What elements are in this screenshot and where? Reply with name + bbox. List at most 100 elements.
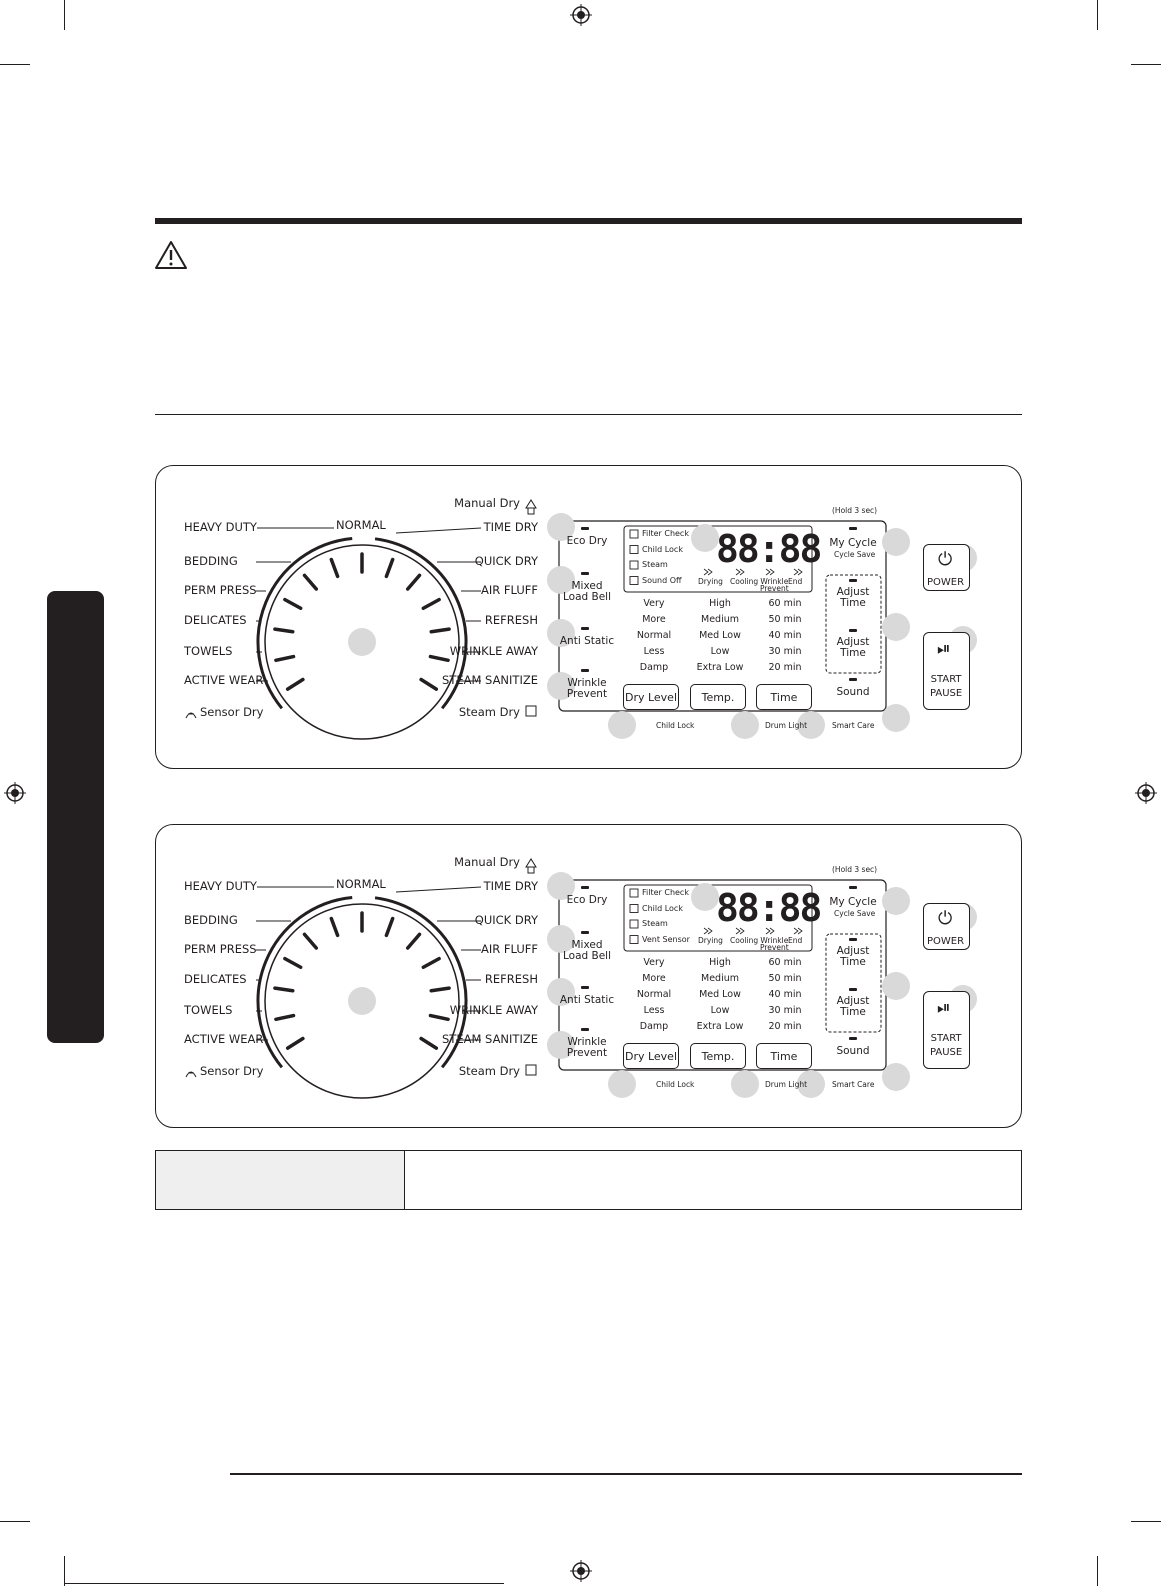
option-button[interactable]: Time	[756, 1043, 812, 1069]
option-button-label[interactable]: Eco Dry	[566, 535, 608, 547]
cycle-label[interactable]: HEAVY DUTY	[184, 520, 257, 534]
cycle-label[interactable]: TOWELS	[184, 644, 233, 658]
callout-marker	[547, 566, 575, 594]
cycle-label[interactable]: REFRESH	[484, 972, 538, 986]
registration-mark-icon	[570, 4, 592, 26]
cycle-label[interactable]: WRINKLE AWAY	[449, 1003, 538, 1017]
my-cycle-button[interactable]: My Cycle	[829, 537, 877, 549]
child-lock-hint: Child Lock	[656, 1080, 695, 1089]
cycle-label[interactable]: ACTIVE WEAR	[184, 1032, 264, 1046]
cycle-label[interactable]: BEDDING	[184, 554, 238, 568]
my-cycle-led	[849, 886, 857, 889]
option-button[interactable]: Dry Level	[623, 684, 679, 710]
dial-tick	[302, 932, 319, 950]
cycle-label[interactable]: DELICATES	[184, 972, 247, 986]
cycle-label[interactable]: AIR FLUFF	[480, 942, 538, 956]
power-button[interactable]: ⏻POWER	[923, 544, 970, 591]
option-button[interactable]: Dry Level	[623, 1043, 679, 1069]
display-frame	[623, 525, 813, 593]
start-pause-label: START PAUSE	[930, 1033, 963, 1058]
option-setting-value: 20 min	[768, 1021, 802, 1032]
warning-icon	[155, 241, 187, 269]
progress-indicator: Wrinkle Prevent	[760, 936, 789, 953]
cycle-label[interactable]: STEAM SANITIZE	[442, 1032, 538, 1046]
option-button-label[interactable]: Mixed Load Bell	[562, 939, 612, 963]
callout-marker	[731, 711, 759, 739]
cycle-label[interactable]: QUICK DRY	[474, 554, 538, 568]
option-button-label[interactable]: Wrinkle Prevent	[566, 677, 608, 701]
status-indicator: Child Lock	[642, 544, 683, 554]
status-icon	[629, 529, 639, 539]
option-button-label[interactable]: Anti Static	[559, 994, 615, 1006]
dial-callout-marker	[348, 987, 376, 1015]
option-button-label[interactable]: Eco Dry	[566, 894, 608, 906]
option-button[interactable]: Temp.	[690, 684, 746, 710]
manual-dry-icon	[525, 499, 537, 515]
drum-light-hint: Drum Light	[765, 1080, 808, 1089]
callout-marker	[882, 704, 910, 732]
play-pause-icon: ⏯	[937, 998, 951, 1018]
cycle-label[interactable]: HEAVY DUTY	[184, 879, 257, 893]
adjust-time-down-button[interactable]: Adjust Time	[836, 636, 870, 660]
dial-tick	[283, 597, 303, 611]
cycle-label[interactable]: WRINKLE AWAY	[449, 644, 538, 658]
progress-arrow-icon	[703, 568, 713, 576]
adjust-time-group	[825, 574, 882, 674]
callout-marker	[547, 925, 575, 953]
option-setting-value: 50 min	[768, 614, 802, 625]
cycle-label[interactable]: STEAM SANITIZE	[442, 673, 538, 687]
footer-rule	[230, 1473, 1022, 1475]
adjust-time-up-button[interactable]: Adjust Time	[836, 945, 870, 969]
dial-tick	[405, 932, 422, 950]
sound-led	[849, 1037, 857, 1040]
cycle-label[interactable]: PERM PRESS	[184, 942, 257, 956]
cycle-label[interactable]: DELICATES	[184, 613, 247, 627]
cycle-label-normal[interactable]: NORMAL	[336, 877, 386, 891]
option-setting-value: Med Low	[699, 630, 741, 641]
cycle-label[interactable]: TIME DRY	[483, 879, 538, 893]
dial-tick	[384, 916, 395, 938]
cycle-label[interactable]: TIME DRY	[483, 520, 538, 534]
cycle-label[interactable]: REFRESH	[484, 613, 538, 627]
option-setting-value: 20 min	[768, 662, 802, 673]
option-setting-value: Less	[643, 646, 665, 657]
option-button[interactable]: Temp.	[690, 1043, 746, 1069]
adjust-time-up-button[interactable]: Adjust Time	[836, 586, 870, 610]
adjust-time-down-button[interactable]: Adjust Time	[836, 995, 870, 1019]
manual-dry-icon	[525, 858, 537, 874]
crop-mark	[1097, 1556, 1098, 1586]
option-button[interactable]: Time	[756, 684, 812, 710]
cycle-label[interactable]: PERM PRESS	[184, 583, 257, 597]
cycle-label[interactable]: QUICK DRY	[474, 913, 538, 927]
note-table-header-cell	[156, 1151, 405, 1209]
my-cycle-button[interactable]: My Cycle	[829, 896, 877, 908]
status-indicator: Vent Sensor	[642, 934, 690, 944]
cycle-label-normal[interactable]: NORMAL	[336, 518, 386, 532]
cycle-label[interactable]: BEDDING	[184, 913, 238, 927]
dial-tick	[283, 956, 303, 970]
option-button-label[interactable]: Wrinkle Prevent	[566, 1036, 608, 1060]
progress-indicator: End	[788, 936, 803, 945]
option-setting-value: Low	[710, 646, 730, 657]
control-panel-1: HEAVY DUTY BEDDING PERM PRESS DELICATES TOWE…	[155, 465, 1022, 769]
callout-marker	[882, 528, 910, 556]
option-indicator-led	[581, 1028, 589, 1031]
cycle-label[interactable]: AIR FLUFF	[480, 583, 538, 597]
progress-indicator: Cooling	[730, 577, 759, 586]
option-setting-value: High	[709, 598, 731, 609]
option-indicator-led	[581, 669, 589, 672]
power-button[interactable]: ⏻POWER	[923, 903, 970, 950]
cycle-label[interactable]: ACTIVE WEAR	[184, 673, 264, 687]
cycle-label[interactable]: TOWELS	[184, 1003, 233, 1017]
adjust-time-led	[849, 938, 857, 941]
option-button-label[interactable]: Mixed Load Bell	[562, 580, 612, 604]
status-indicator: Steam	[642, 560, 668, 569]
sound-button[interactable]: Sound	[836, 1045, 870, 1057]
option-setting-value: Low	[710, 1005, 730, 1016]
cycle-leader-line	[395, 886, 482, 893]
start-pause-button[interactable]: ⏯ START PAUSE	[923, 991, 970, 1069]
status-icon	[629, 545, 639, 554]
start-pause-button[interactable]: ⏯START PAUSE	[923, 632, 970, 710]
sound-button[interactable]: Sound	[836, 686, 870, 698]
option-button-label[interactable]: Anti Static	[559, 635, 615, 647]
